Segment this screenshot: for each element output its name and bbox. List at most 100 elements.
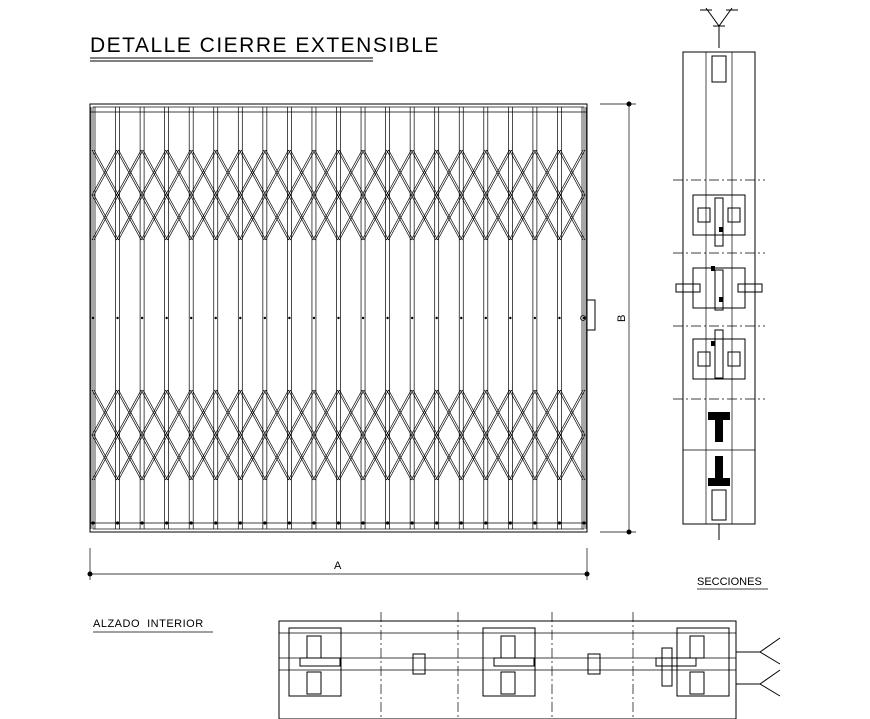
scissor-link bbox=[238, 149, 267, 196]
scissor-link bbox=[288, 389, 316, 436]
vertical-bar bbox=[188, 107, 194, 529]
scissor-link bbox=[238, 434, 267, 481]
scissor-link bbox=[189, 149, 218, 196]
scissor-link bbox=[558, 434, 586, 481]
scissor-link bbox=[509, 149, 537, 196]
vertical-bar bbox=[311, 107, 317, 529]
vertical-bar bbox=[581, 107, 587, 529]
scissor-link bbox=[361, 434, 389, 481]
section-hinge-3 bbox=[692, 329, 746, 380]
scissor-link bbox=[386, 434, 414, 481]
scissor-link bbox=[189, 194, 218, 241]
vertical-bar bbox=[385, 107, 390, 529]
scissor-link bbox=[533, 194, 561, 241]
scissor-link bbox=[288, 149, 316, 196]
scissor-link bbox=[263, 194, 291, 241]
scissor-link bbox=[558, 194, 586, 241]
section-hinge-2 bbox=[675, 266, 763, 311]
vertical-bar bbox=[90, 107, 96, 529]
scissor-link bbox=[410, 434, 439, 481]
scissor-link bbox=[484, 194, 512, 241]
scissor-lattice bbox=[91, 149, 586, 481]
scissor-link bbox=[91, 149, 119, 196]
scissor-link bbox=[214, 194, 242, 241]
scissor-link bbox=[435, 149, 463, 196]
vertical-bar bbox=[532, 107, 538, 529]
top-channel bbox=[711, 55, 727, 83]
scissor-link bbox=[435, 389, 463, 436]
scissor-link bbox=[410, 194, 439, 241]
hsection-hinge-1 bbox=[288, 627, 342, 697]
scissor-link bbox=[91, 389, 119, 436]
elevation-label: ALZADO INTERIOR bbox=[93, 618, 204, 630]
scissor-link bbox=[337, 149, 365, 196]
scissor-link bbox=[189, 389, 218, 436]
vertical-bar bbox=[164, 107, 169, 529]
scissor-link bbox=[263, 149, 291, 196]
vertical-bar bbox=[287, 107, 292, 529]
dimension-height: B bbox=[600, 101, 636, 535]
scissor-link bbox=[484, 434, 512, 481]
scissor-link bbox=[509, 434, 537, 481]
vertical-bar bbox=[409, 107, 415, 529]
vertical-bar bbox=[458, 107, 464, 529]
scissor-link bbox=[214, 389, 242, 436]
scissor-link bbox=[533, 149, 561, 196]
scissor-link bbox=[165, 434, 193, 481]
scissor-link bbox=[484, 389, 512, 436]
scissor-link bbox=[533, 389, 561, 436]
dimension-a-label: A bbox=[334, 560, 342, 572]
scissor-link bbox=[91, 194, 119, 241]
scissor-link bbox=[337, 389, 365, 436]
scissor-link bbox=[459, 434, 488, 481]
scissor-link bbox=[361, 389, 389, 436]
scissor-link bbox=[214, 434, 242, 481]
scissor-link bbox=[361, 149, 389, 196]
scissor-link bbox=[459, 389, 488, 436]
title-text: DETALLE CIERRE EXTENSIBLE bbox=[90, 34, 440, 57]
section-outline bbox=[682, 51, 756, 525]
hsection-hinge-3 bbox=[655, 627, 730, 697]
scissor-link bbox=[116, 194, 144, 241]
scissor-link bbox=[116, 434, 144, 481]
scissor-link bbox=[558, 389, 586, 436]
elevation-caption: ALZADO INTERIOR bbox=[93, 618, 213, 633]
bottom-roller bbox=[708, 412, 730, 521]
scissor-link bbox=[386, 149, 414, 196]
scissor-link bbox=[435, 434, 463, 481]
scissor-link bbox=[189, 434, 218, 481]
scissor-link bbox=[435, 194, 463, 241]
scissor-link bbox=[312, 149, 340, 196]
vertical-bar bbox=[213, 107, 219, 529]
vertical-bar bbox=[483, 107, 489, 529]
scissor-link bbox=[238, 194, 267, 241]
scissor-link bbox=[140, 389, 168, 436]
vertical-bar bbox=[434, 107, 440, 529]
scissor-link bbox=[459, 194, 488, 241]
sections-caption: SECCIONES bbox=[697, 576, 768, 590]
scissor-link bbox=[214, 149, 242, 196]
drawing-title: DETALLE CIERRE EXTENSIBLE bbox=[90, 34, 440, 62]
scissor-link bbox=[361, 194, 389, 241]
scissor-link bbox=[410, 149, 439, 196]
scissor-link bbox=[337, 194, 365, 241]
vertical-bar bbox=[557, 107, 562, 529]
gate-elevation bbox=[89, 103, 596, 533]
vertical-section bbox=[673, 7, 765, 540]
vertical-bar bbox=[360, 107, 366, 529]
scissor-link bbox=[263, 434, 291, 481]
scissor-link bbox=[263, 389, 291, 436]
lock-keyhole bbox=[580, 315, 586, 321]
scissor-link bbox=[116, 389, 144, 436]
scissor-link bbox=[484, 149, 512, 196]
scissor-link bbox=[165, 194, 193, 241]
scissor-link bbox=[312, 389, 340, 436]
scissor-link bbox=[386, 194, 414, 241]
scissor-link bbox=[140, 149, 168, 196]
vertical-bar bbox=[139, 107, 145, 529]
vertical-bars bbox=[90, 107, 587, 529]
vertical-bar bbox=[115, 107, 120, 529]
scissor-link bbox=[116, 149, 144, 196]
dimension-width: A bbox=[87, 548, 590, 580]
